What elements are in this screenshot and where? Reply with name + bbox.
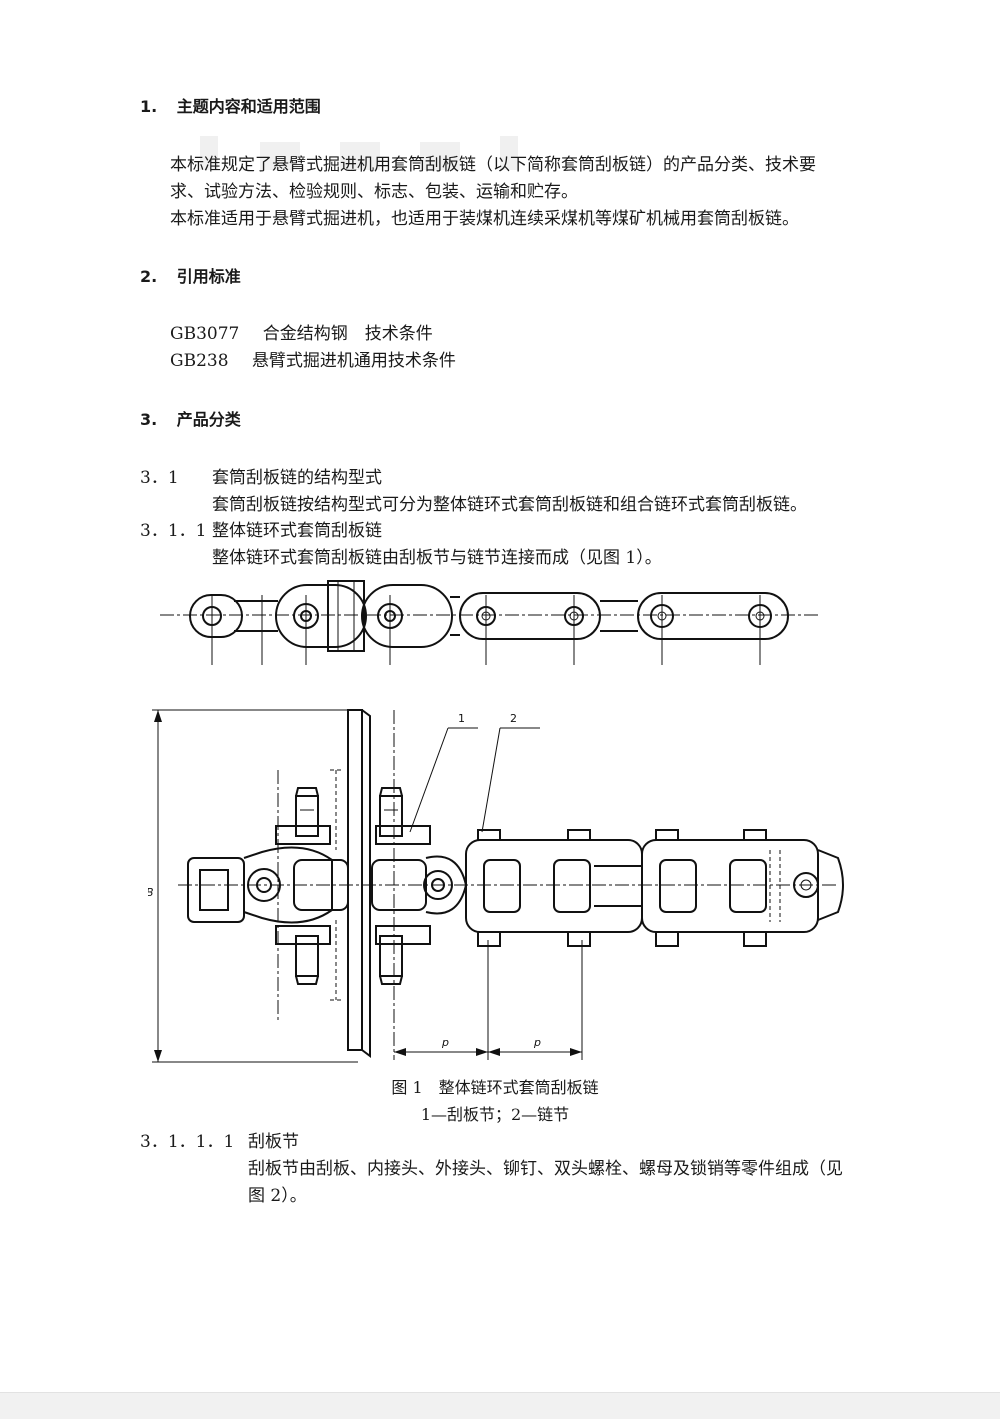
watermark (200, 128, 560, 174)
section-3-title: 产品分类 (176, 410, 241, 429)
section-2-number: 2. (140, 267, 158, 286)
paragraph-application: 本标准适用于悬臂式掘进机，也适用于装煤机连续采煤机等煤矿机械用套筒刮板链。 (170, 209, 799, 229)
page-bottom-strip (0, 1392, 1000, 1419)
dimension-b-label: B (148, 886, 154, 899)
reference-code: GB238 (170, 351, 229, 371)
reference-title: 悬臂式掘进机通用技术条件 (251, 351, 456, 371)
figure-caption: 图 1 整体链环式套筒刮板链 (391, 1078, 599, 1097)
paragraph-scope-line1: 本标准规定了悬臂式掘进机用套筒刮板链（以下简称套筒刮板链）的产品分类、技术要 (170, 155, 816, 175)
clause-3-1-1-1-number: 3．1．1．1 (140, 1132, 235, 1152)
figure-legend: 1—刮板节；2—链节 (420, 1105, 570, 1124)
clause-3-1-1-1-text-line2: 图 2）。 (248, 1186, 307, 1206)
section-2-title: 引用标准 (176, 267, 241, 286)
section-3-number: 3. (140, 410, 158, 429)
section-1-heading: 1. 主题内容和适用范围 (140, 96, 321, 118)
pitch-label-2: p (533, 1036, 541, 1049)
reference-title: 合金结构钢 技术条件 (262, 324, 433, 344)
clause-3-1-1-1-title: 刮板节 (248, 1132, 299, 1152)
clause-3-1-1-number: 3．1．1 (140, 521, 207, 541)
part-label-1: 1 (458, 712, 465, 725)
clause-3-1-1-title: 整体链环式套筒刮板链 (212, 521, 382, 541)
reference-code: GB3077 (170, 324, 240, 344)
section-1-title: 主题内容和适用范围 (176, 97, 321, 116)
clause-3-1-number: 3．1 (140, 468, 179, 488)
pitch-label-1: p (441, 1036, 449, 1049)
part-label-2: 2 (510, 712, 517, 725)
section-2-heading: 2. 引用标准 (140, 266, 241, 288)
section-3-heading: 3. 产品分类 (140, 409, 241, 431)
paragraph-scope-line2: 求、试验方法、检验规则、标志、包装、运输和贮存。 (170, 182, 578, 202)
chain-top-view-drawing (160, 580, 820, 665)
clause-3-1-1-1-text-line1: 刮板节由刮板、内接头、外接头、铆钉、双头螺栓、螺母及锁销等零件组成（见 (248, 1159, 843, 1179)
clause-3-1-title: 套筒刮板链的结构型式 (212, 468, 382, 488)
reference-gb238: GB238 悬臂式掘进机通用技术条件 (170, 350, 456, 372)
clause-3-1-1-text: 整体链环式套筒刮板链由刮板节与链节连接而成（见图 1）。 (212, 548, 662, 568)
reference-gb3077: GB3077 合金结构钢 技术条件 (170, 323, 433, 345)
chain-assembly-drawing: B (148, 709, 844, 1063)
section-1-number: 1. (140, 97, 158, 116)
clause-3-1-text: 套筒刮板链按结构型式可分为整体链环式套筒刮板链和组合链环式套筒刮板链。 (212, 495, 807, 515)
